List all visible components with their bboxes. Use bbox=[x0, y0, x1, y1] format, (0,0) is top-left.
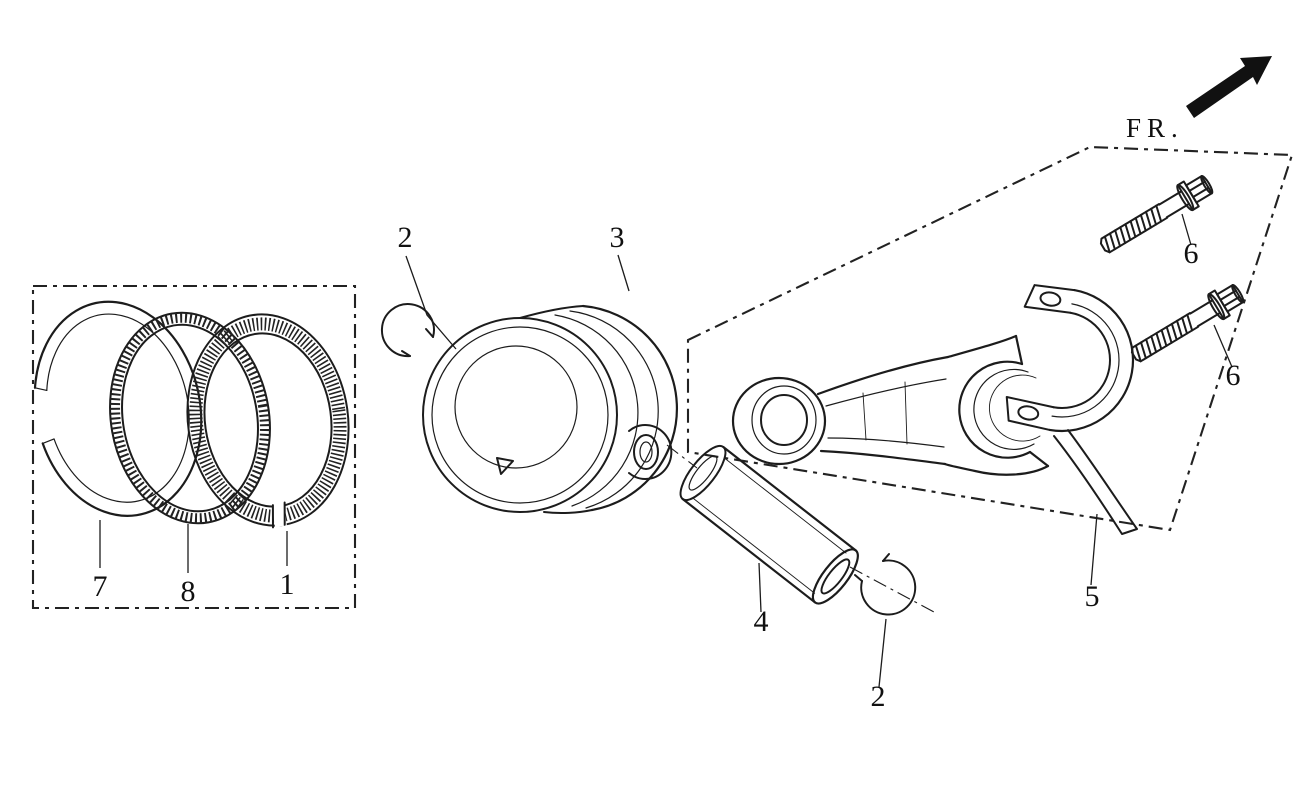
cap-tail bbox=[1053, 429, 1138, 535]
fr-label: FR. bbox=[1126, 113, 1184, 143]
callout-8: 8 bbox=[181, 575, 196, 608]
leader-pin bbox=[758, 562, 762, 613]
piston-pin bbox=[679, 444, 859, 605]
leader-bolt-upper bbox=[1181, 213, 1192, 246]
ring-gap bbox=[271, 501, 287, 528]
fr-arrow-icon bbox=[1186, 56, 1272, 118]
callout-2-upper: 2 bbox=[398, 221, 413, 254]
pin-axis-line bbox=[849, 566, 935, 613]
callout-1: 1 bbox=[280, 568, 295, 601]
callout-4: 4 bbox=[754, 605, 769, 638]
pin-bore bbox=[820, 558, 851, 595]
small-end-eye bbox=[760, 394, 808, 446]
cap-bolt-hole bbox=[1039, 291, 1062, 307]
piston-orientation-mark bbox=[496, 457, 514, 475]
fr-direction-arrow: FR. bbox=[1126, 56, 1272, 143]
leader-clip-upper bbox=[405, 255, 457, 350]
second-compression-ring bbox=[186, 313, 350, 529]
rings-boundary-box bbox=[31, 284, 357, 610]
callout-6-upper: 6 bbox=[1184, 237, 1199, 270]
leader-clip-lower bbox=[878, 618, 887, 688]
piston bbox=[422, 304, 678, 515]
upper-snap-ring bbox=[380, 303, 435, 358]
oil-ring bbox=[109, 311, 271, 525]
leader-rod-assembly bbox=[1090, 513, 1098, 586]
piston-crown-face bbox=[422, 317, 618, 513]
callout-3: 3 bbox=[610, 221, 625, 254]
cap-bolt-hole bbox=[1017, 405, 1040, 421]
leader-piston bbox=[617, 254, 630, 292]
rod-bolt-lower bbox=[1125, 278, 1249, 370]
lower-snap-ring bbox=[854, 553, 917, 616]
pin-axis-line bbox=[666, 444, 698, 469]
rod-bearing-cap bbox=[1005, 284, 1138, 535]
callout-6-lower: 6 bbox=[1226, 359, 1241, 392]
connecting-rod bbox=[731, 334, 1050, 476]
leader-bolt-lower bbox=[1213, 324, 1233, 368]
assembly-boundary bbox=[686, 145, 1294, 532]
callout-5: 5 bbox=[1085, 580, 1100, 613]
pin-boss-hole bbox=[633, 434, 659, 470]
callout-7: 7 bbox=[93, 570, 108, 603]
callout-2-lower: 2 bbox=[871, 680, 886, 713]
rod-small-end bbox=[731, 376, 827, 466]
